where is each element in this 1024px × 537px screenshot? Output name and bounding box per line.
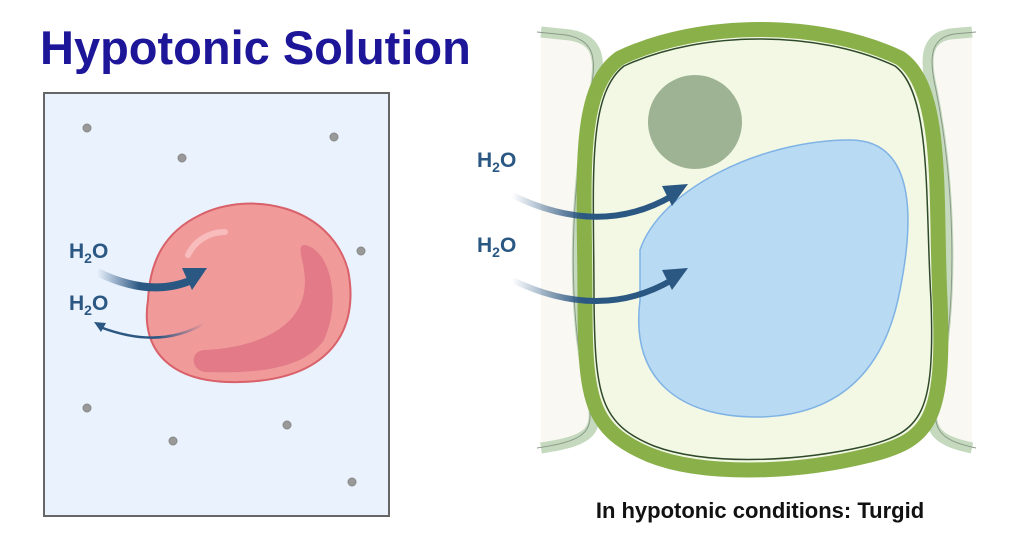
vacuole [638, 139, 909, 418]
solute-particle [282, 420, 292, 430]
hypotonic-solution-panel: H2O H2O [43, 92, 390, 517]
solute-particle [168, 436, 178, 446]
solute-particle [177, 153, 187, 163]
water-label-in: H2O [69, 240, 108, 266]
red-blood-cell [145, 202, 352, 384]
water-inflow-arrow-top [510, 184, 688, 220]
solute-particle [329, 132, 339, 142]
water-inflow-arrow [95, 268, 207, 292]
page-title: Hypotonic Solution [40, 21, 471, 74]
solute-particle [347, 477, 357, 487]
solute-particle [82, 123, 92, 133]
turgid-plant-cell [576, 22, 949, 478]
solute-particle [82, 403, 92, 413]
water-outflow-arrow [94, 321, 206, 339]
water-label-out: H2O [69, 292, 108, 318]
solute-particles [82, 123, 366, 487]
solute-particle [356, 246, 366, 256]
water-label-bottom: H2O [477, 234, 516, 260]
plant-cell-panel: H2O H2O In hypotonic conditions: Turgid [477, 22, 977, 523]
water-label-top: H2O [477, 149, 516, 175]
water-inflow-arrow-bottom [510, 268, 688, 304]
caption: In hypotonic conditions: Turgid [596, 498, 924, 523]
nucleus [648, 75, 742, 169]
